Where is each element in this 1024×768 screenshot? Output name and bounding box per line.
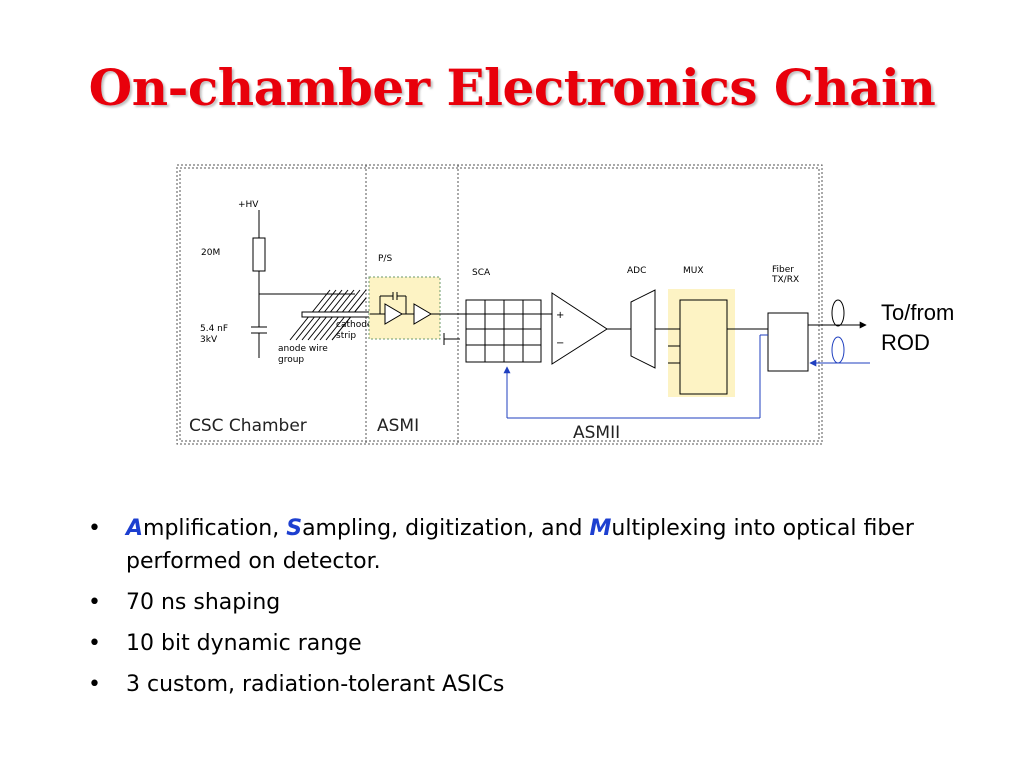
preamp-shaper-circuit xyxy=(370,292,466,345)
cathode-strip xyxy=(301,311,371,318)
adc-block xyxy=(630,289,656,369)
bullet-marker: • xyxy=(88,672,101,697)
bullet-initial: A xyxy=(126,516,144,541)
fiber-label-1: Fiber xyxy=(772,265,794,275)
sca-grid xyxy=(465,299,542,363)
bullet-item: • 3 custom, radiation-tolerant ASICs xyxy=(88,668,968,701)
bullet-text: 3 custom, radiation-tolerant ASICs xyxy=(126,672,505,697)
fiber-transceiver xyxy=(767,312,809,372)
bullet-text: 10 bit dynamic range xyxy=(126,631,362,656)
bullet-marker: • xyxy=(88,590,101,615)
control-feedback-path xyxy=(503,334,768,419)
cathode-label-2: strip xyxy=(336,331,356,341)
differential-amplifier xyxy=(551,292,608,365)
hv-label: +HV xyxy=(238,200,259,210)
anode-label-1: anode wire xyxy=(278,344,328,354)
fiber-label-2: TX/RX xyxy=(771,275,799,285)
capacitor-label-2: 3kV xyxy=(200,335,218,345)
bullet-initial: S xyxy=(286,516,303,541)
amp-minus-label: − xyxy=(556,338,564,349)
region-label-asm2: ASMII xyxy=(573,423,620,443)
rod-label-line-1: To/from xyxy=(881,300,955,325)
preamp-shaper-box xyxy=(368,276,441,340)
bullet-item: • 10 bit dynamic range xyxy=(88,627,968,660)
capacitor-label-1: 5.4 nF xyxy=(200,324,228,334)
rod-label-line-2: ROD xyxy=(881,330,930,355)
slide-title: On-chamber Electronics Chain xyxy=(88,58,936,117)
bullet-marker: • xyxy=(88,516,101,541)
bullet-marker: • xyxy=(88,631,101,656)
bullet-list: • Amplification, Sampling, digitization, … xyxy=(88,512,968,709)
mux-block xyxy=(668,299,768,395)
fiber-out-coil xyxy=(831,299,845,327)
mux-label: MUX xyxy=(683,266,704,276)
bullet-text: mplification, xyxy=(143,516,287,541)
amp-plus-label: + xyxy=(556,310,564,321)
cathode-label-1: cathode xyxy=(336,320,373,330)
bullet-item: • Amplification, Sampling, digitization, … xyxy=(88,512,968,578)
ps-label: P/S xyxy=(378,254,392,264)
bullet-text: 70 ns shaping xyxy=(126,590,281,615)
bullet-initial: M xyxy=(589,516,612,541)
fiber-in-coil xyxy=(831,336,845,364)
diagram-frame xyxy=(176,164,823,445)
resistor-label: 20M xyxy=(201,248,220,258)
region-label-asm1: ASMI xyxy=(377,416,419,436)
anode-label-2: group xyxy=(278,355,304,365)
bullet-item: • 70 ns shaping xyxy=(88,586,968,619)
rod-label: To/from ROD xyxy=(881,298,954,358)
region-label-chamber: CSC Chamber xyxy=(189,416,307,436)
sca-label: SCA xyxy=(472,268,491,278)
bullet-text: ampling, digitization, and xyxy=(302,516,590,541)
bullet-text: ultiplexing into optical fiber performed… xyxy=(126,516,914,574)
adc-label: ADC xyxy=(627,266,646,276)
